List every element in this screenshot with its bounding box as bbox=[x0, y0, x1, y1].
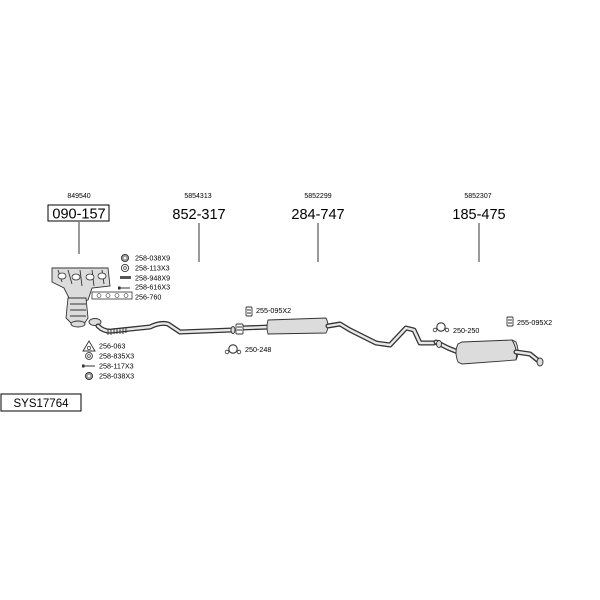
part-code[interactable]: 258-038X9 bbox=[135, 254, 170, 263]
nut-icon bbox=[84, 371, 94, 381]
system-code-box bbox=[0, 393, 82, 412]
part-code[interactable]: 258-835X3 bbox=[99, 352, 134, 361]
nut-icon bbox=[120, 253, 130, 263]
bolt-icon bbox=[82, 364, 95, 368]
clamp-icon bbox=[245, 306, 253, 317]
stud-icon bbox=[120, 276, 131, 279]
part-code[interactable]: 250-250 bbox=[453, 326, 479, 335]
part-number-box bbox=[47, 204, 110, 222]
part-code[interactable]: 258-117X3 bbox=[99, 362, 134, 371]
middle-silencer[interactable] bbox=[239, 317, 437, 348]
front-pipe[interactable] bbox=[88, 318, 236, 336]
clamp-icon bbox=[506, 316, 514, 327]
part-code[interactable]: 256-760 bbox=[135, 293, 161, 302]
system-code: SYS17764 bbox=[14, 398, 70, 410]
spring-washer-icon bbox=[85, 352, 93, 360]
part-code[interactable]: 256-063 bbox=[99, 342, 125, 351]
front-pipe-parts-list: 256-063 258-835X3 258-117X3 258-038X3 bbox=[82, 340, 134, 381]
part-code[interactable]: 258-113X3 bbox=[135, 264, 170, 273]
part-code[interactable]: 255-095X2 bbox=[517, 318, 552, 327]
part-code[interactable]: 258-616X3 bbox=[135, 283, 170, 292]
part-code[interactable]: 258-038X3 bbox=[99, 372, 134, 381]
rubber-mount-icon bbox=[224, 344, 242, 355]
bolt-icon bbox=[118, 286, 130, 290]
part-number[interactable]: 284-747 bbox=[291, 207, 344, 223]
oem-number: 849540 bbox=[67, 193, 90, 200]
part-number[interactable]: 852-317 bbox=[172, 207, 225, 223]
mid-parts-list: 255-095X2 250-248 bbox=[224, 306, 291, 355]
pipe-clamp bbox=[235, 323, 244, 335]
oem-number: 5852299 bbox=[304, 193, 331, 200]
triangle-gasket-icon bbox=[82, 340, 96, 352]
manifold-parts-list: 258-038X9 258-113X3 258-948X9 258-616X3 … bbox=[91, 253, 170, 302]
manifold-gasket-icon bbox=[91, 291, 133, 300]
part-code[interactable]: 250-248 bbox=[245, 345, 271, 354]
washer-icon bbox=[120, 263, 130, 273]
part-number[interactable]: 090-157 bbox=[52, 207, 105, 223]
part-code[interactable]: 255-095X2 bbox=[256, 306, 291, 315]
part-number[interactable]: 185-475 bbox=[452, 207, 505, 223]
rear-parts-list: 250-250 255-095X2 bbox=[432, 316, 552, 335]
exhaust-manifold[interactable] bbox=[51, 267, 111, 328]
oem-number: 5852307 bbox=[464, 193, 491, 200]
oem-number: 5854313 bbox=[184, 193, 211, 200]
rubber-mount-icon bbox=[432, 322, 450, 333]
part-code[interactable]: 258-948X9 bbox=[135, 274, 170, 283]
rear-silencer[interactable] bbox=[433, 339, 544, 367]
